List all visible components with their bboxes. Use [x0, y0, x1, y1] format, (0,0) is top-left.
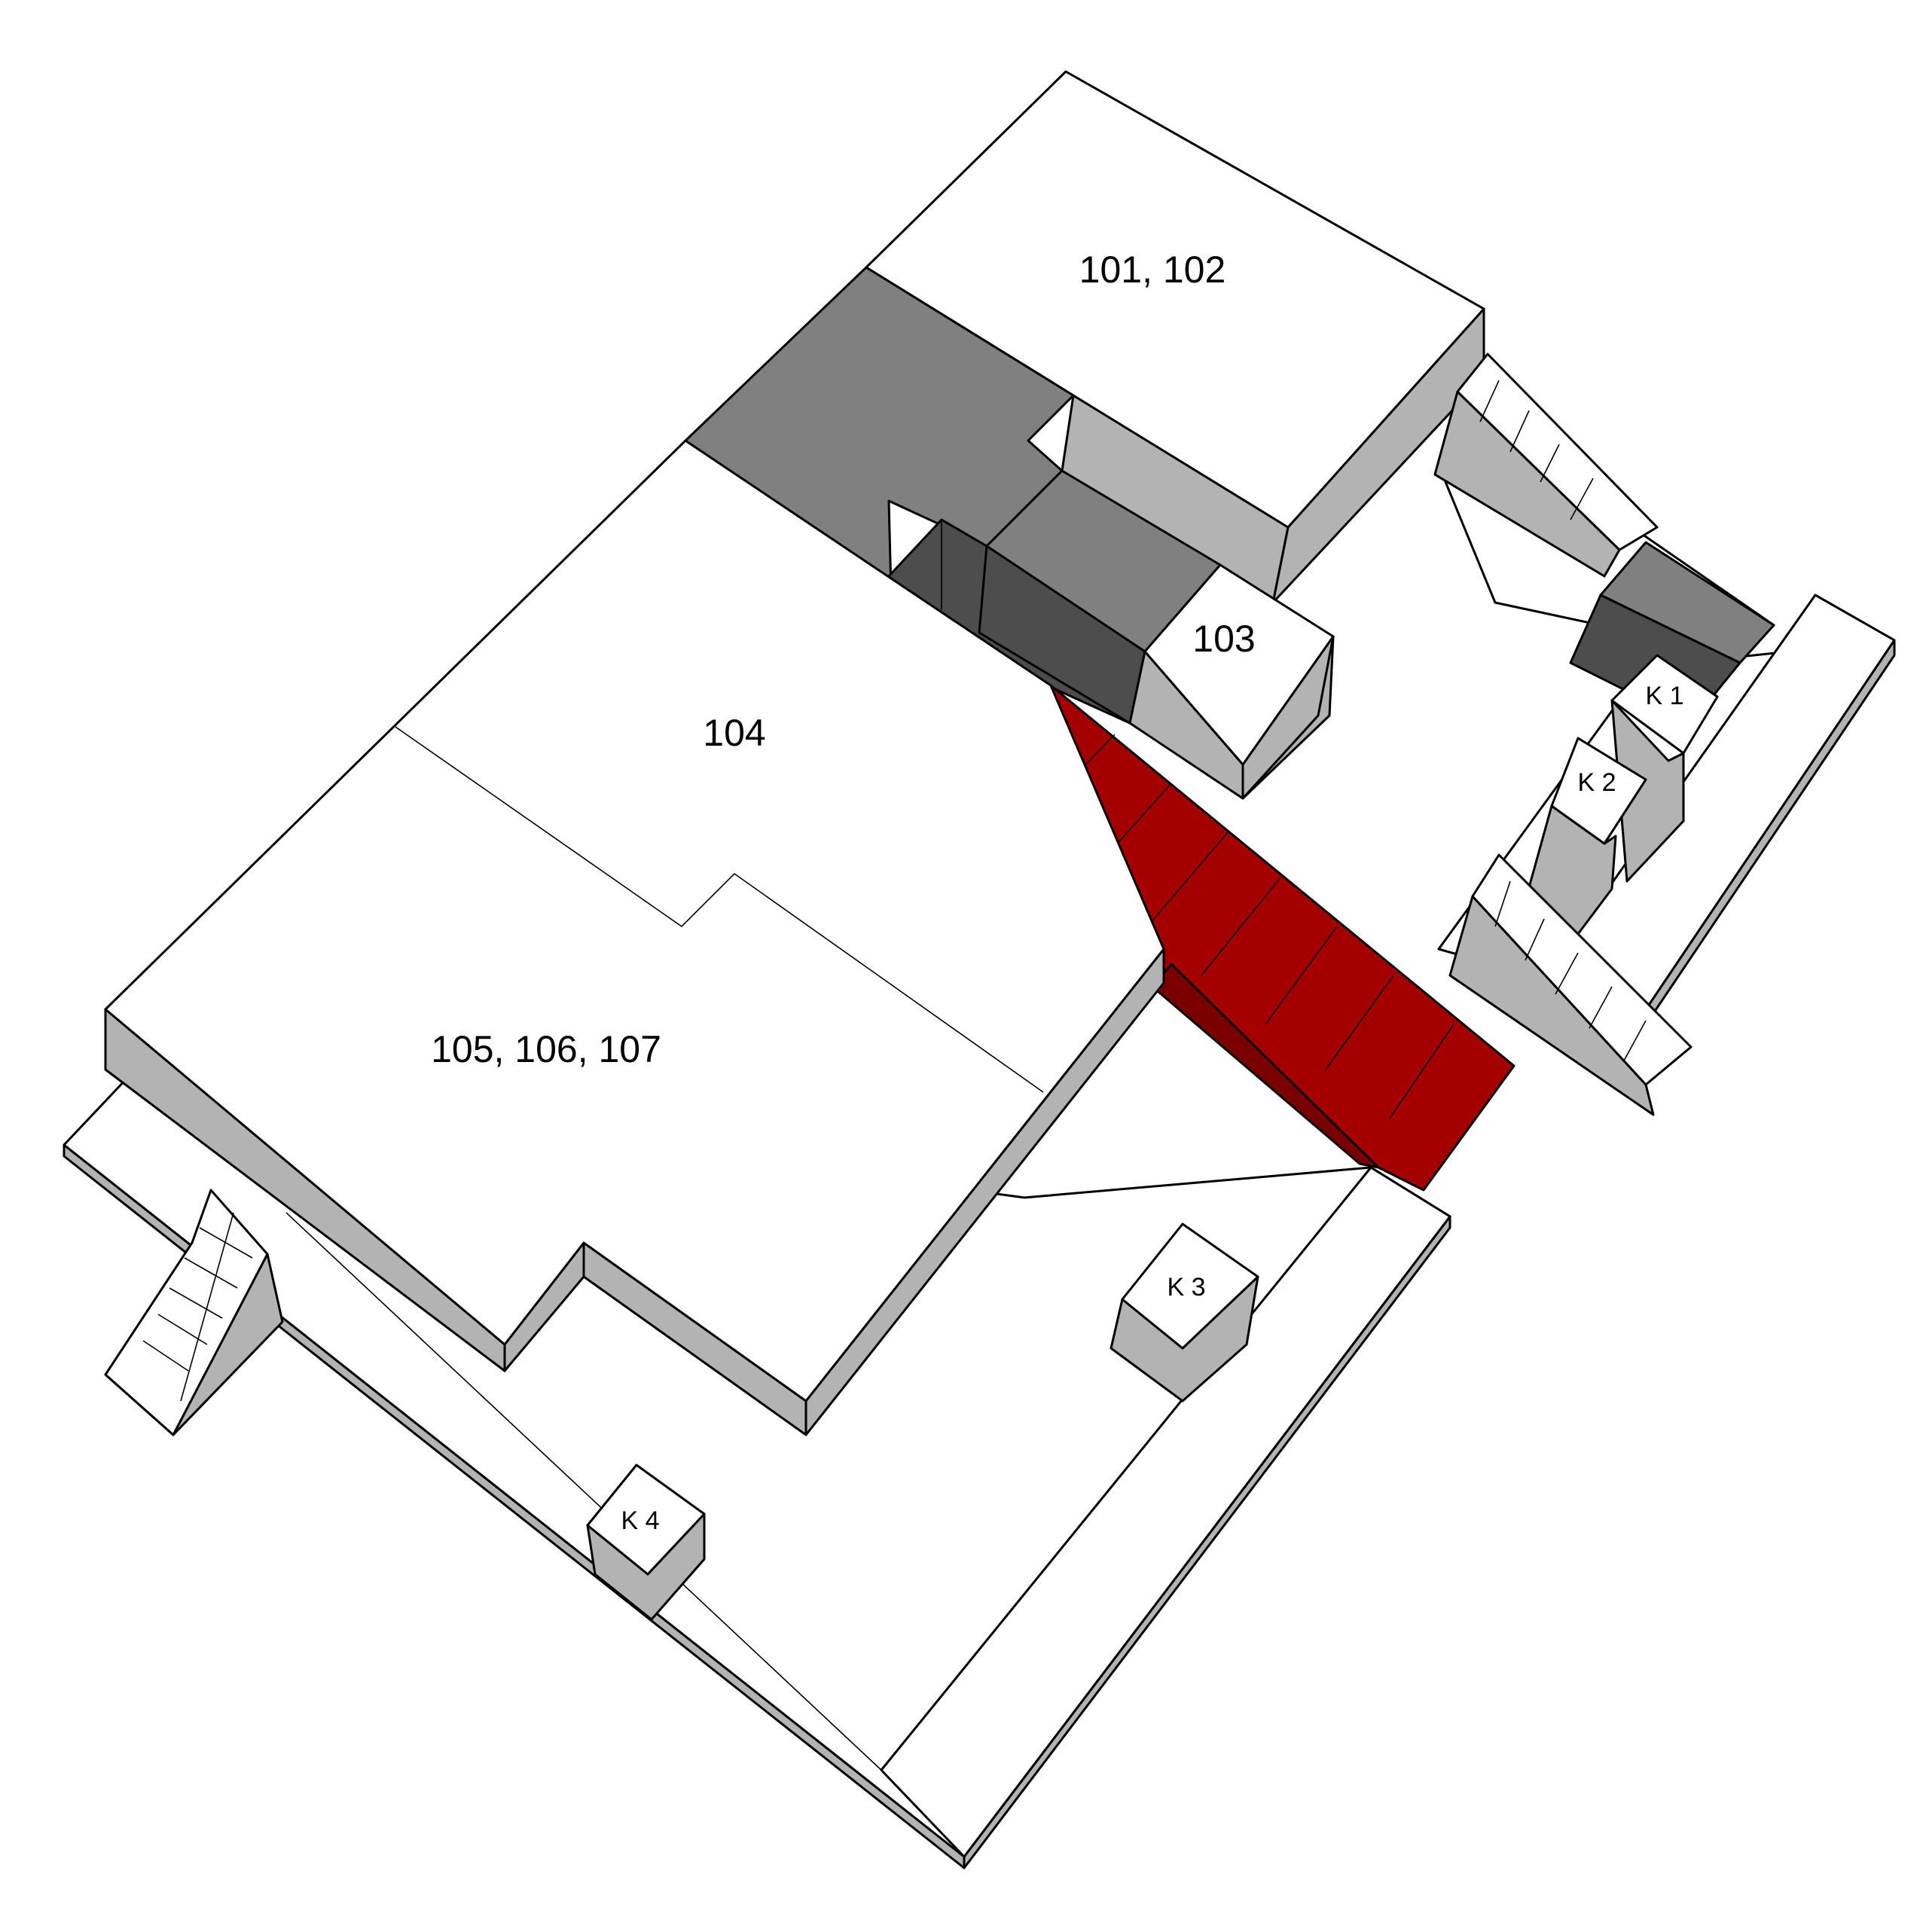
label-k3: K 3	[1167, 1273, 1205, 1302]
label-104: 104	[703, 712, 765, 754]
label-k1: K 1	[1645, 682, 1683, 710]
stair-mid-right	[1448, 853, 1693, 1116]
cube-k3: K 3	[1110, 1222, 1259, 1402]
stair-top-right	[1433, 353, 1659, 578]
cube-k4: K 4	[586, 1463, 706, 1621]
cube-k1: K 1	[1610, 654, 1719, 883]
grey-blocks	[684, 266, 1222, 725]
label-k4: K 4	[621, 1506, 659, 1535]
label-k2: K 2	[1577, 768, 1616, 797]
block-103: 103	[1128, 563, 1335, 800]
stair-left	[104, 1189, 284, 1436]
block-101-102: 101, 102	[865, 70, 1485, 604]
label-101-102: 101, 102	[1079, 249, 1226, 291]
label-105-106-107: 105, 106, 107	[431, 1028, 661, 1070]
main-block: 104 105, 106, 107	[104, 439, 1165, 1436]
label-103: 103	[1192, 618, 1255, 660]
